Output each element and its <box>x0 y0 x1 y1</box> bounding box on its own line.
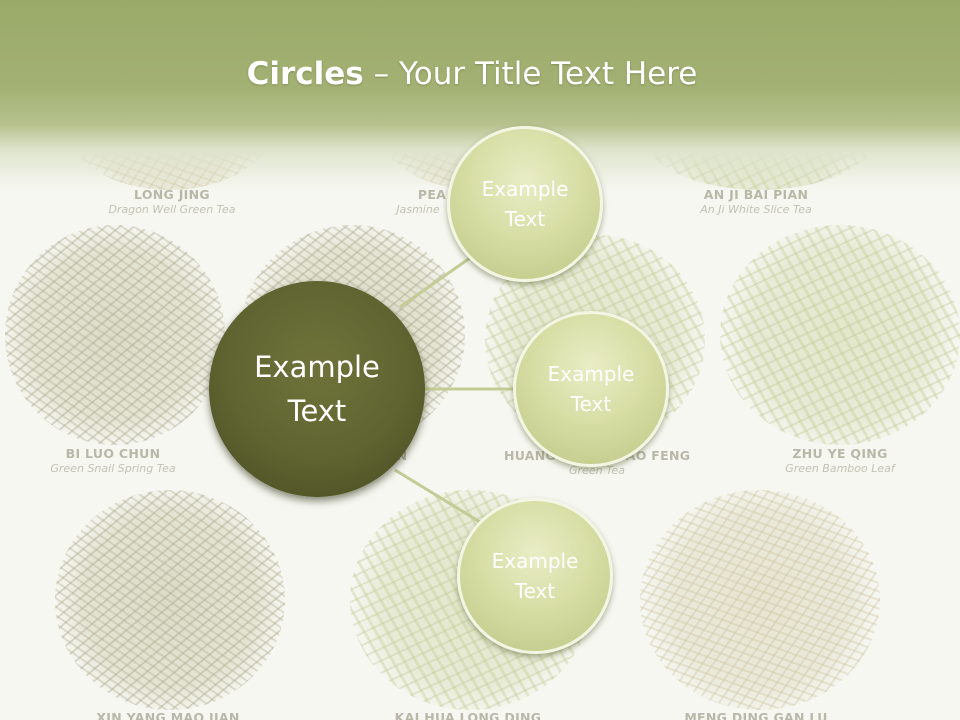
node-circle-line1: Example <box>491 549 579 573</box>
center-circle-line1: Example <box>254 350 380 384</box>
tea-label-name: LONG JING <box>134 187 210 202</box>
tea-photo-bi-luo-chun <box>5 225 225 445</box>
tea-label-subtitle: Jasmine <box>396 203 440 216</box>
tea-label-subtitle: Green Bamboo Leaf <box>785 462 895 475</box>
node-circle-line1: Example <box>547 362 635 386</box>
tea-label-name: AO FENG <box>625 448 691 463</box>
tea-photo-meng-ding-gan-lu <box>640 490 880 710</box>
tea-label-name: PEA <box>417 187 447 202</box>
tea-label-subtitle: Dragon Well Green Tea <box>108 203 236 216</box>
tea-label-name: HUANG <box>503 448 557 463</box>
tea-label-subtitle: Green Tea <box>569 464 625 477</box>
tea-photo-xin-yang-mao-jian <box>55 490 285 710</box>
title-rest: – Your Title Text Here <box>363 56 698 92</box>
tea-label-subtitle: Green Snail Spring Tea <box>50 462 176 475</box>
tea-label-name: MENG DING GAN LU <box>684 710 828 720</box>
tea-label-name: XIN YANG MAO JIAN <box>96 710 240 720</box>
connector-to-node-1 <box>399 256 471 309</box>
center-circle-line2: Text <box>287 394 347 428</box>
tea-label-subtitle: An Ji White Slice Tea <box>700 203 812 216</box>
tea-label-name: BI LUO CHUN <box>65 446 161 461</box>
title-bold: Circles <box>246 56 364 92</box>
slide-title: Circles – Your Title Text Here <box>0 56 944 92</box>
tea-label-name: ZHU YE QING <box>792 446 888 461</box>
node-circle-line1: Example <box>481 177 569 201</box>
tea-label-name: KAI HUA LONG DING <box>394 710 542 720</box>
node-circle-line2: Text <box>514 579 556 603</box>
node-circle-line2: Text <box>504 207 546 231</box>
connector-to-node-3 <box>394 468 481 524</box>
node-circle-line2: Text <box>570 392 612 416</box>
tea-photo-zhu-ye-qing <box>720 225 960 445</box>
tea-label-name: AN JI BAI PIAN <box>703 187 809 202</box>
